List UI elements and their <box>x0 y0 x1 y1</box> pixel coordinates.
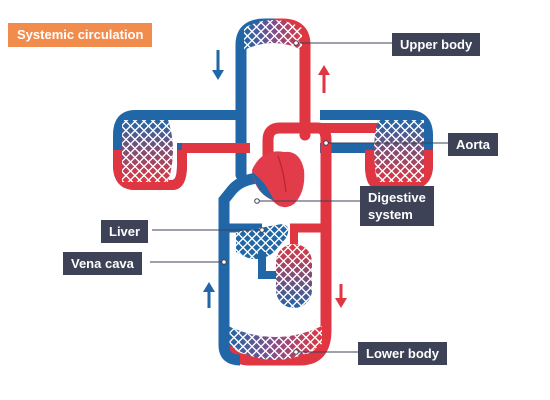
right-arm-loop <box>305 110 433 190</box>
label-aorta: Aorta <box>448 133 498 156</box>
left-arm-loop <box>113 110 250 190</box>
label-upper-body: Upper body <box>392 33 481 56</box>
digestive-loop <box>276 232 312 308</box>
aorta-vessel <box>262 122 332 330</box>
label-digestive-line1: Digestive <box>368 190 426 205</box>
diagram-title: Systemic circulation <box>8 23 153 47</box>
leader-dots <box>221 40 329 355</box>
label-digestive-system: Digestive system <box>360 186 434 226</box>
leader-lines <box>150 42 448 353</box>
arrow-up-red-icon <box>318 65 330 93</box>
arrow-down-red-icon <box>335 284 347 308</box>
liver-capillaries <box>236 224 289 279</box>
arrow-up-blue-icon <box>203 282 215 308</box>
label-digestive-line2: system <box>368 207 413 222</box>
label-liver: Liver <box>101 220 149 243</box>
heart <box>252 151 305 208</box>
label-lower-body: Lower body <box>358 342 447 365</box>
label-vena-cava: Vena cava <box>63 252 142 275</box>
arrow-down-blue-icon <box>212 50 224 80</box>
upper-body-loop <box>235 18 311 181</box>
